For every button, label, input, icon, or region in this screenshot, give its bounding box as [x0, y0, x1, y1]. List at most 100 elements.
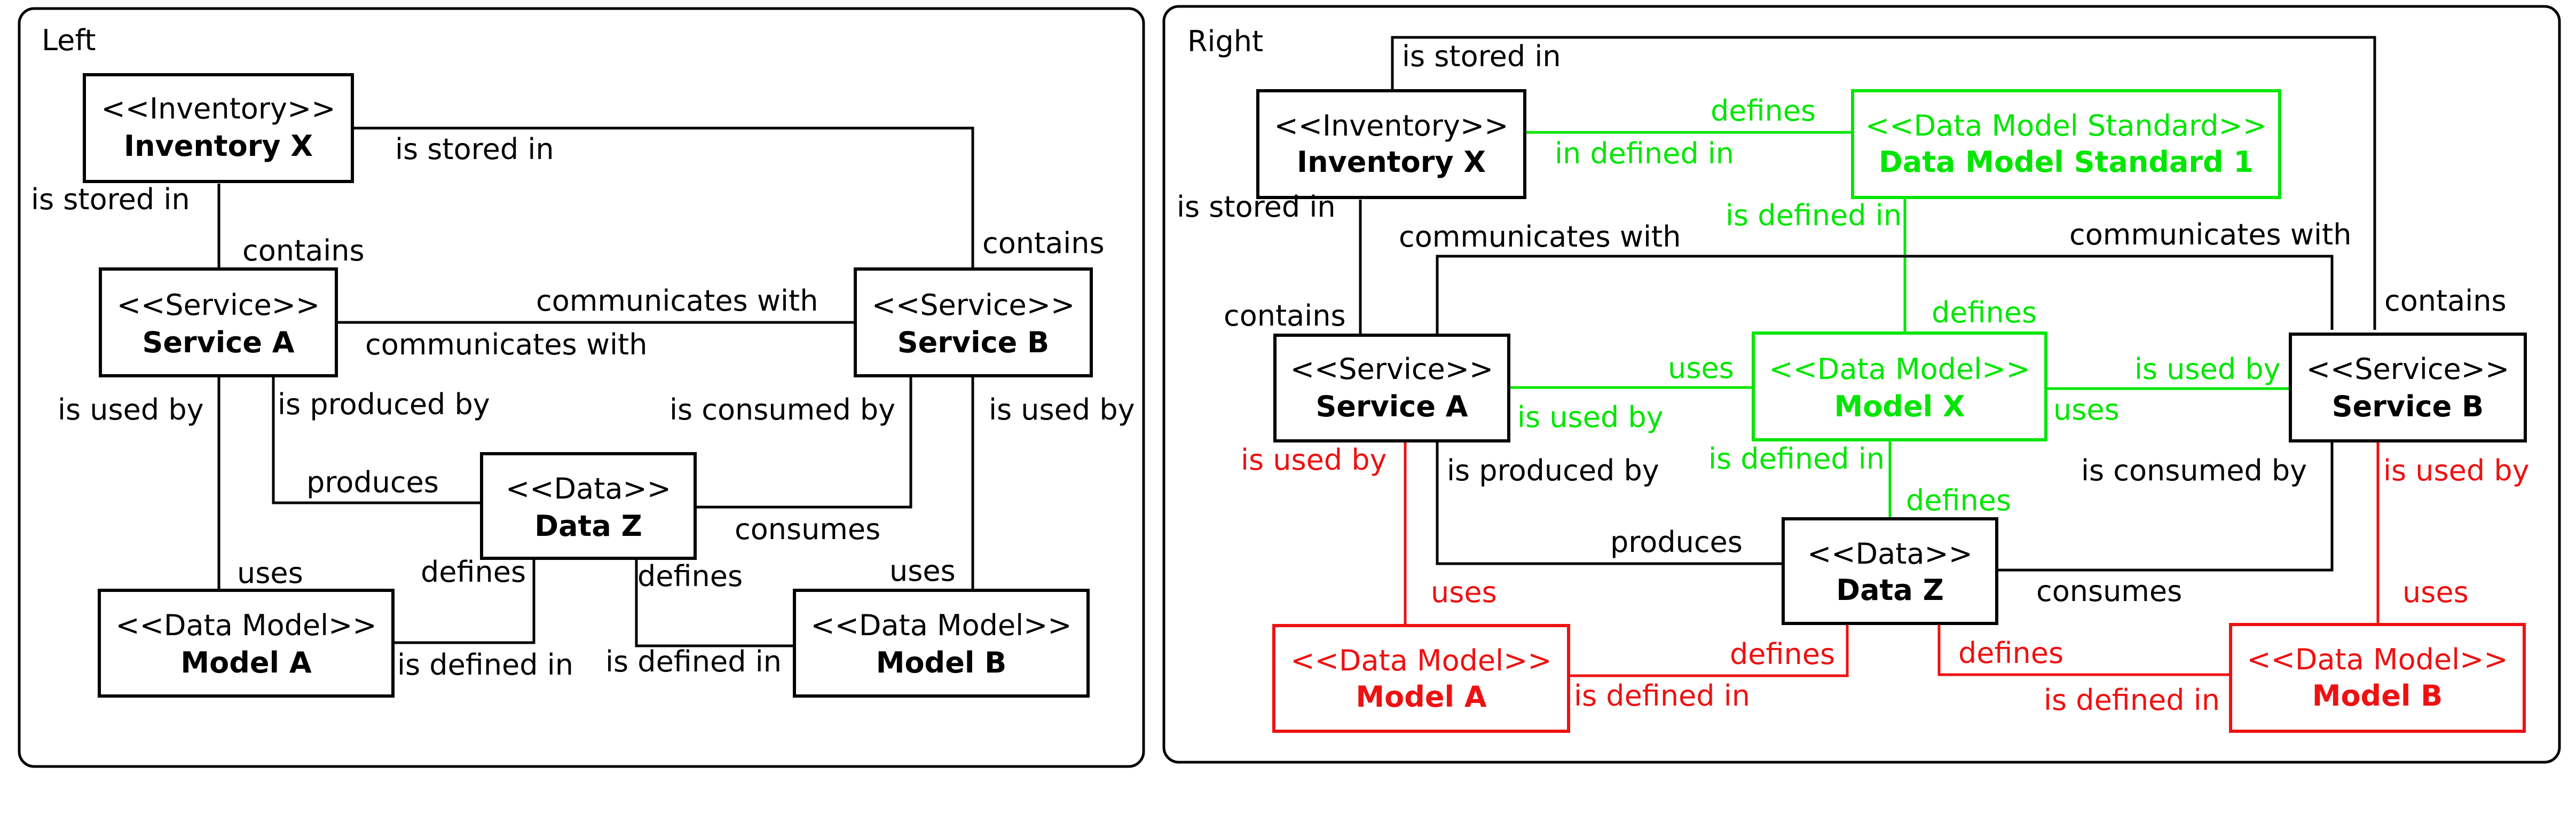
right-node-standard: <<Data Model Standard>> Data Model Stand…	[1851, 89, 2281, 199]
edge-label: is defined in	[605, 645, 782, 678]
edge-label: is used by	[2383, 454, 2530, 487]
node-name: Inventory X	[1297, 145, 1486, 179]
edge-label: defines	[421, 555, 526, 589]
right-node-inventory: <<Inventory>> Inventory X	[1256, 89, 1526, 199]
node-name: Service A	[1315, 390, 1468, 423]
node-stereotype: <<Service>>	[1290, 352, 1494, 386]
left-panel-title: Left	[42, 23, 96, 57]
edge-label: contains	[2384, 284, 2507, 318]
edge-label: uses	[1431, 575, 1497, 609]
node-name: Data Z	[534, 509, 642, 543]
right-panel	[1162, 5, 2561, 764]
edge-label: is consumed by	[669, 393, 895, 426]
edge-label: produces	[306, 465, 439, 499]
edge-label: uses	[2402, 575, 2469, 609]
node-name: Service B	[2332, 390, 2484, 423]
edge-label: communicates with	[1399, 220, 1681, 254]
edge-service-a-data-z	[1436, 441, 1782, 565]
edge-label: is stored in	[31, 183, 190, 216]
edge-label: is stored in	[395, 132, 554, 166]
edge-label: is defined in	[1726, 199, 1902, 232]
edge-label: is defined in	[2044, 683, 2220, 717]
left-node-inventory: <<Inventory>> Inventory X	[83, 73, 354, 183]
edge-label: defines	[1958, 636, 2063, 670]
right-node-model-a: <<Data Model>> Model A	[1272, 624, 1570, 733]
edge-label: consumes	[735, 512, 880, 546]
left-panel	[18, 7, 1145, 768]
edge-label: contains	[982, 226, 1105, 260]
node-stereotype: <<Data Model>>	[810, 608, 1072, 642]
node-name: Service B	[897, 326, 1049, 359]
right-panel-title: Right	[1187, 25, 1263, 58]
right-node-data-z: <<Data>> Data Z	[1782, 517, 1998, 625]
edge-label: defines	[1711, 94, 1816, 128]
node-stereotype: <<Data>>	[1807, 537, 1973, 571]
left-edge-labels: is stored in is stored in contains conta…	[31, 132, 1135, 682]
node-name: Model A	[1356, 680, 1486, 714]
edge-label: is consumed by	[2081, 454, 2307, 487]
edge-label: contains	[242, 234, 365, 267]
edge-label: is used by	[989, 393, 1135, 426]
node-stereotype: <<Service>>	[872, 288, 1075, 322]
left-edges	[217, 127, 974, 647]
edge-label: communicates with	[365, 328, 647, 361]
node-name: Model B	[876, 646, 1007, 679]
node-stereotype: <<Data Model Standard>>	[1865, 109, 2267, 143]
node-stereotype: <<Service>>	[2306, 352, 2510, 386]
left-node-data-z: <<Data>> Data Z	[480, 452, 697, 560]
edge-data-z-service-b	[696, 377, 912, 509]
node-name: Data Z	[1836, 573, 1943, 607]
edge-label: consumes	[2036, 574, 2182, 608]
edge-label: is stored in	[1402, 39, 1561, 73]
edge-service-a-data-z	[272, 377, 480, 504]
right-edge-labels: is stored in is stored in contains conta…	[1177, 39, 2530, 717]
edge-label: communicates with	[2069, 218, 2351, 251]
edge-data-z-service-b	[1998, 441, 2334, 572]
edge-label: communicates with	[536, 284, 818, 318]
edge-inventory-service-b	[1391, 36, 2376, 330]
edge-label: is used by	[2134, 352, 2281, 386]
left-node-model-a: <<Data Model>> Model A	[98, 589, 395, 698]
right-node-service-a: <<Service>> Service A	[1273, 334, 1510, 442]
left-node-service-a: <<Service>> Service A	[99, 267, 338, 377]
edge-label: defines	[637, 559, 743, 593]
node-stereotype: <<Service>>	[117, 288, 320, 322]
edge-service-a-service-b	[1436, 255, 2334, 334]
node-stereotype: <<Data Model>>	[115, 608, 376, 642]
edge-label: uses	[237, 556, 303, 590]
node-name: Model B	[2312, 679, 2443, 713]
edge-label: defines	[1906, 484, 2011, 517]
node-stereotype: <<Inventory>>	[1274, 109, 1509, 143]
edge-label: contains	[1224, 299, 1346, 333]
edge-label: defines	[1932, 296, 2037, 329]
edge-label: is defined in	[1574, 679, 1750, 713]
edge-label: is stored in	[1177, 190, 1336, 224]
node-name: Model A	[180, 646, 311, 679]
left-node-model-b: <<Data Model>> Model B	[793, 589, 1090, 698]
edge-data-z-model-b	[635, 559, 793, 647]
node-name: Model X	[1834, 390, 1965, 423]
edge-label: is used by	[1241, 443, 1387, 477]
right-node-service-b: <<Service>> Service B	[2289, 333, 2527, 442]
edge-label: is produced by	[1447, 454, 1659, 487]
node-stereotype: <<Data>>	[506, 472, 671, 505]
edge-label: is produced by	[278, 388, 490, 421]
edge-label: is defined in	[397, 648, 573, 682]
right-edges	[1359, 36, 2380, 677]
node-name: Service A	[142, 326, 294, 359]
node-stereotype: <<Data Model>>	[2247, 643, 2508, 676]
right-node-model-x: <<Data Model>> Model X	[1752, 331, 2047, 441]
edge-label: is used by	[1517, 400, 1664, 434]
edge-label: produces	[1610, 525, 1743, 559]
node-name: Inventory X	[124, 129, 313, 163]
edge-label: uses	[889, 554, 956, 588]
edge-data-z-model-b	[1937, 625, 2230, 676]
edge-label: defines	[1730, 637, 1835, 671]
left-node-service-b: <<Service>> Service B	[854, 267, 1093, 377]
edge-label: uses	[1668, 351, 1734, 385]
right-node-model-b: <<Data Model>> Model B	[2229, 623, 2526, 733]
edge-data-z-model-a	[394, 559, 535, 644]
node-stereotype: <<Data Model>>	[1769, 352, 2030, 386]
edge-label: in defined in	[1555, 137, 1734, 170]
